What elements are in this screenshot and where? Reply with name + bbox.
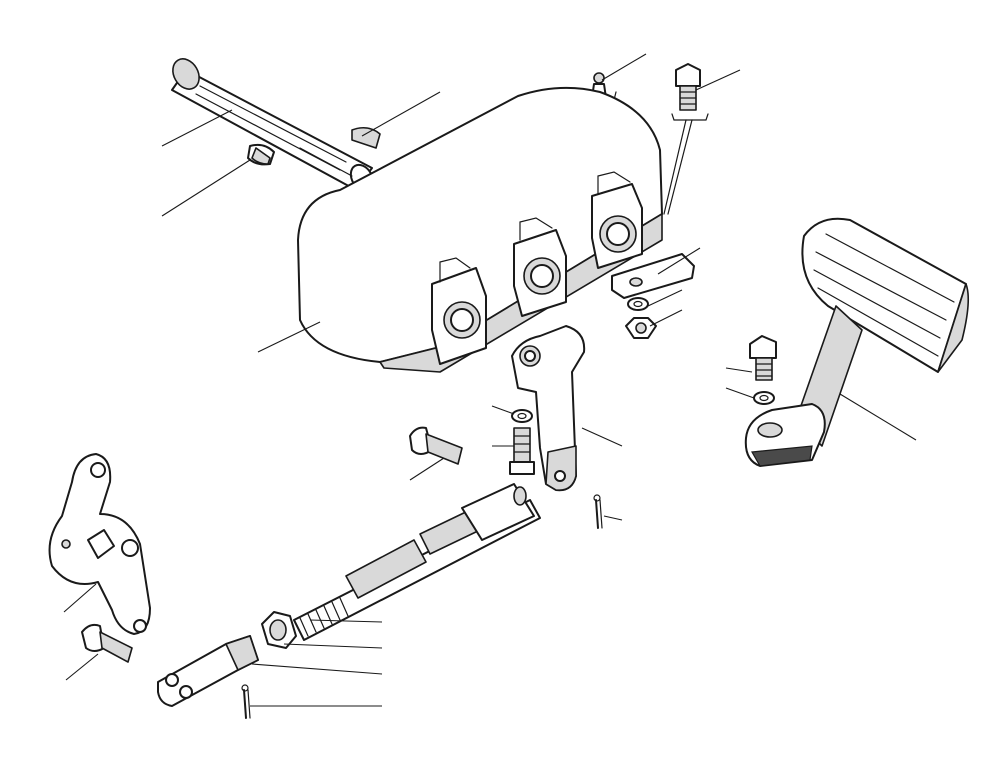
split-pin-lower	[241, 684, 251, 719]
pedal-bolt	[749, 335, 777, 381]
lever-washer	[511, 409, 533, 423]
brake-pedal	[744, 217, 970, 467]
pivot-shaft	[171, 58, 375, 193]
relay-lever	[48, 453, 151, 635]
lock-nut	[261, 611, 297, 649]
spring-washer	[627, 297, 649, 311]
adjustable-rod	[293, 483, 541, 641]
mounting-bolt-top	[663, 63, 709, 215]
relay-clevis-pin	[81, 623, 133, 663]
hex-nut	[625, 317, 657, 339]
woodruff-key-upper	[351, 126, 381, 149]
clevis-pin	[409, 426, 463, 465]
lever-bolt	[509, 427, 535, 475]
leader-lines	[63, 53, 917, 707]
pedal-washer	[753, 391, 775, 405]
drop-lever	[511, 325, 586, 492]
clevis-fork	[157, 635, 259, 707]
woodruff-key-lower	[247, 143, 275, 166]
split-pin-upper	[593, 494, 603, 529]
pedal-bracket-housing	[297, 86, 663, 373]
